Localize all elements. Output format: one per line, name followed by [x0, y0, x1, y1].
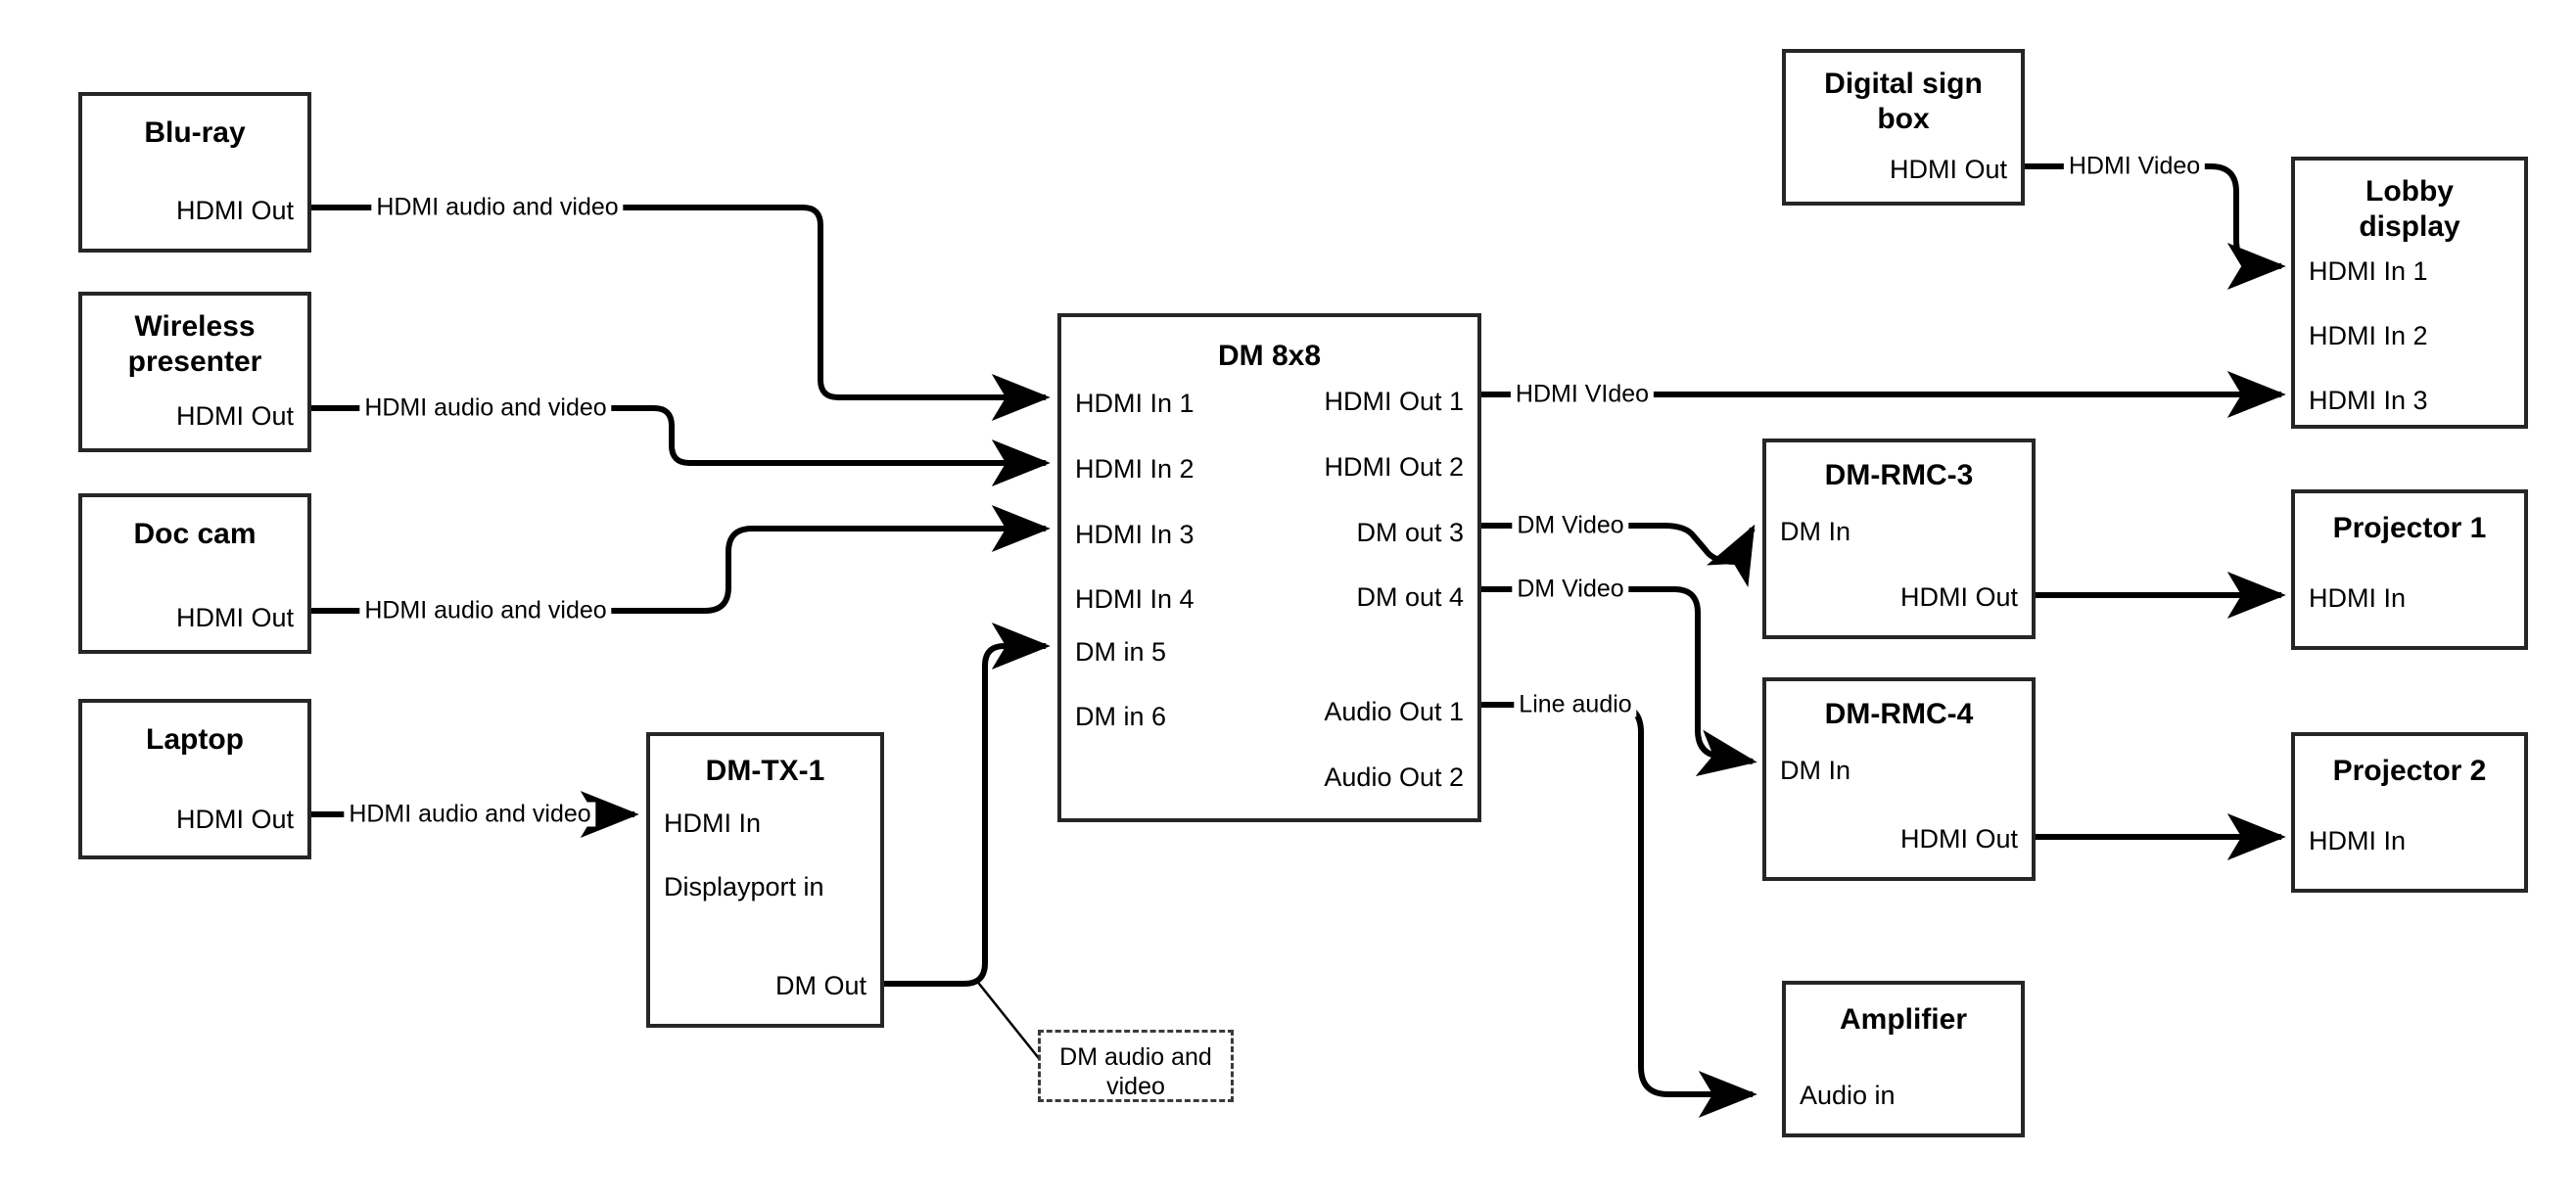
edge-label-wireless-to-dm8x8: HDMI audio and video: [359, 395, 612, 421]
port-hdmi-out[interactable]: HDMI Out: [175, 603, 294, 632]
node-title: DM-TX-1: [705, 755, 825, 787]
port-dm-in[interactable]: DM In: [1780, 517, 1851, 546]
port-audio-out-1[interactable]: Audio Out 1: [1324, 697, 1464, 726]
port-hdmi-out[interactable]: HDMI Out: [175, 196, 294, 225]
node-title: Doc cam: [133, 518, 257, 550]
wire-bluray-to-dm8x8: [311, 205, 1051, 421]
edge-label-dm8x8-hdmi-out-1: HDMI VIdeo: [1510, 382, 1655, 407]
node-title-line2: presenter: [127, 346, 262, 378]
node-doc-cam[interactable]: Doc cam HDMI Out: [78, 493, 311, 654]
wire-dm8x8-to-dmrmc4: [1481, 586, 1757, 777]
port-hdmi-out[interactable]: HDMI Out: [1899, 582, 2018, 612]
edge-label-doccam-to-dm8x8: HDMI audio and video: [359, 598, 612, 624]
port-hdmi-in-2[interactable]: HDMI In 2: [1075, 454, 1194, 484]
port-hdmi-in[interactable]: HDMI In: [2309, 583, 2407, 613]
port-dm-in-5[interactable]: DM in 5: [1075, 637, 1167, 667]
port-hdmi-in-1[interactable]: HDMI In 1: [2309, 256, 2428, 286]
port-hdmi-in-1[interactable]: HDMI In 1: [1075, 389, 1194, 418]
node-lobby-display[interactable]: Lobby display HDMI In 1 HDMI In 2 HDMI I…: [2291, 157, 2528, 429]
node-title-line1: Digital sign: [1824, 68, 1983, 100]
port-hdmi-out-2[interactable]: HDMI Out 2: [1324, 452, 1464, 482]
edge-label-laptop-to-dmtx1: HDMI audio and video: [344, 802, 596, 827]
edge-label-dm8x8-audio-out-1: Line audio: [1514, 692, 1637, 717]
node-projector-1[interactable]: Projector 1 HDMI In: [2291, 489, 2528, 650]
port-hdmi-out-1[interactable]: HDMI Out 1: [1324, 387, 1464, 416]
node-dm-rmc-3[interactable]: DM-RMC-3 DM In HDMI Out: [1762, 439, 2036, 639]
port-audio-in[interactable]: Audio in: [1800, 1081, 1896, 1110]
port-hdmi-in-3[interactable]: HDMI In 3: [2309, 386, 2428, 415]
node-title: Amplifier: [1839, 1003, 1968, 1036]
edge-label-bluray-to-dm8x8: HDMI audio and video: [371, 195, 624, 220]
callout-text-line1: DM audio and: [1059, 1043, 1212, 1071]
edge-label-dm8x8-dm-out-3: DM Video: [1512, 513, 1629, 538]
port-dm-in-6[interactable]: DM in 6: [1075, 702, 1167, 731]
port-dm-out-4[interactable]: DM out 4: [1356, 582, 1464, 612]
node-title: DM 8x8: [1217, 340, 1322, 372]
node-title: Projector 1: [2332, 512, 2487, 544]
port-hdmi-in[interactable]: HDMI In: [2309, 826, 2407, 855]
node-digital-sign-box[interactable]: Digital sign box HDMI Out: [1782, 49, 2025, 206]
node-title-line2: display: [2359, 210, 2460, 243]
node-title: DM-RMC-3: [1824, 459, 1974, 491]
node-title-line1: Wireless: [134, 310, 256, 343]
node-projector-2[interactable]: Projector 2 HDMI In: [2291, 732, 2528, 893]
callout-text-line2: video: [1106, 1073, 1165, 1100]
node-dm-rmc-4[interactable]: DM-RMC-4 DM In HDMI Out: [1762, 677, 2036, 881]
node-title-line2: box: [1877, 103, 1930, 135]
port-hdmi-in-2[interactable]: HDMI In 2: [2309, 321, 2428, 350]
wire-dm8x8-to-dmrmc3: [1481, 523, 1756, 588]
callout-dm-audio-and-video: DM audio and video: [1038, 1030, 1234, 1102]
node-title: DM-RMC-4: [1824, 698, 1974, 730]
wire-wireless-to-dm8x8: [311, 405, 1051, 486]
node-dm-8x8[interactable]: DM 8x8 HDMI In 1 HDMI In 2 HDMI In 3 HDM…: [1057, 313, 1481, 822]
node-title: Laptop: [146, 723, 244, 756]
wire-dmtx1-to-dm8x8: [884, 623, 1051, 987]
port-dm-in[interactable]: DM In: [1780, 756, 1851, 785]
callout-leader-line: [974, 978, 1043, 1063]
port-hdmi-out[interactable]: HDMI Out: [1889, 155, 2007, 184]
node-title: Projector 2: [2332, 755, 2487, 787]
port-audio-out-2[interactable]: Audio Out 2: [1324, 762, 1464, 792]
port-hdmi-out[interactable]: HDMI Out: [175, 401, 294, 431]
port-hdmi-in[interactable]: HDMI In: [664, 808, 762, 838]
port-dm-out-3[interactable]: DM out 3: [1356, 518, 1464, 547]
port-hdmi-in-4[interactable]: HDMI In 4: [1075, 584, 1194, 614]
port-hdmi-out[interactable]: HDMI Out: [1899, 824, 2018, 854]
port-displayport-in[interactable]: Displayport in: [664, 872, 824, 901]
edge-label-sign-to-lobby: HDMI Video: [2063, 154, 2206, 179]
port-dm-out[interactable]: DM Out: [774, 971, 866, 1000]
wire-doccam-to-dm8x8: [311, 505, 1051, 614]
node-bluray[interactable]: Blu-ray HDMI Out: [78, 92, 311, 253]
port-hdmi-out[interactable]: HDMI Out: [175, 805, 294, 834]
edge-label-dm8x8-dm-out-4: DM Video: [1512, 577, 1629, 602]
node-title: Blu-ray: [144, 116, 246, 149]
node-dm-tx-1[interactable]: DM-TX-1 HDMI In Displayport in DM Out: [646, 732, 884, 1028]
wire-sign-to-lobby: [1858, 163, 2286, 290]
node-amplifier[interactable]: Amplifier Audio in: [1782, 981, 2025, 1137]
wire-dm8x8-to-amplifier: [1481, 702, 1757, 1118]
node-title-line1: Lobby: [2365, 175, 2454, 208]
node-laptop[interactable]: Laptop HDMI Out: [78, 699, 311, 859]
port-hdmi-in-3[interactable]: HDMI In 3: [1075, 520, 1194, 549]
node-wireless-presenter[interactable]: Wireless presenter HDMI Out: [78, 292, 311, 452]
